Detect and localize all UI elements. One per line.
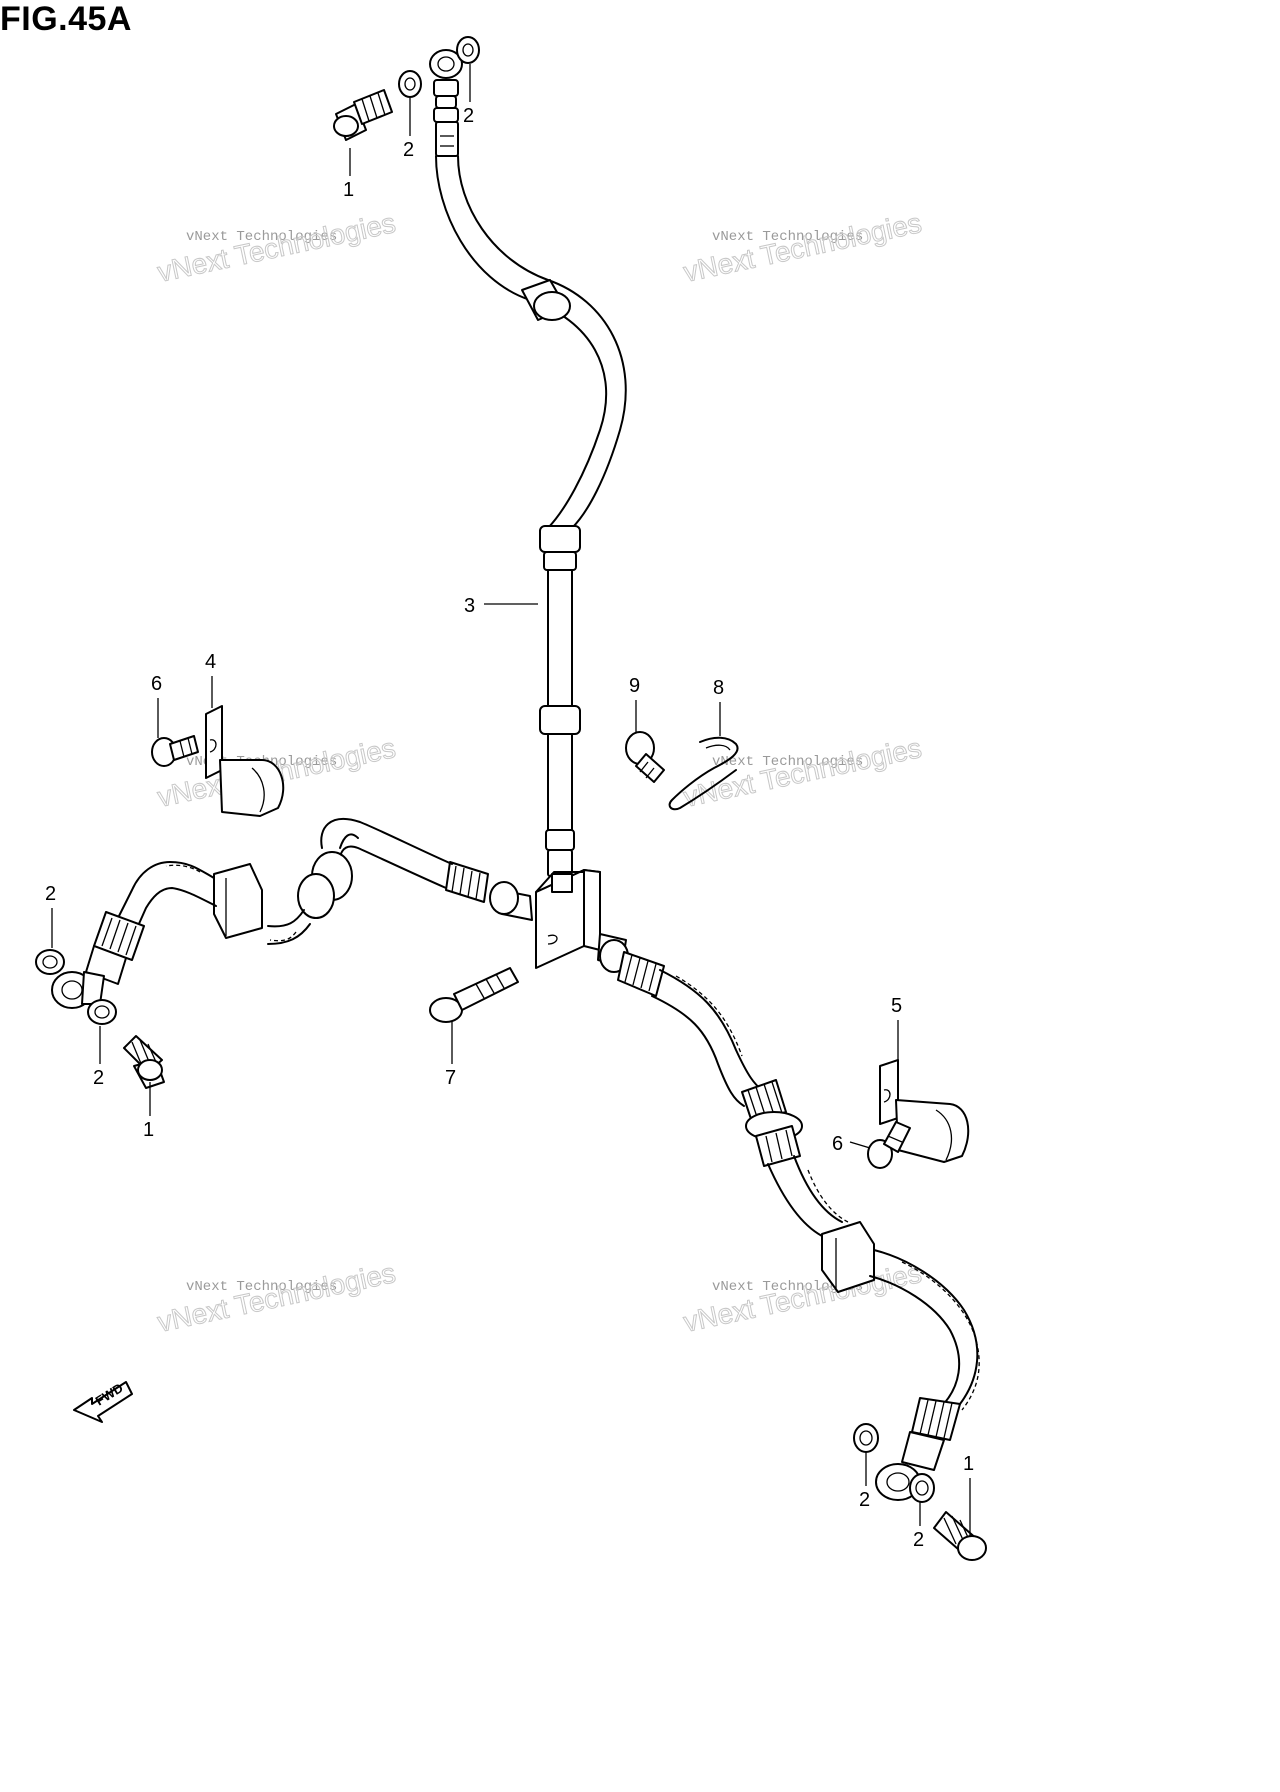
left-brake-hose (51, 817, 533, 1009)
callout-1-left: 1 (143, 1119, 154, 1141)
watermark-top-left: vNext Technologies vNext Technologies (154, 207, 398, 289)
watermark-bottom-right: vNext Technologies vNext Technologies (680, 1257, 924, 1339)
bolt-9 (625, 731, 665, 783)
screw-6-lower (867, 1121, 911, 1169)
bolt-left (123, 1035, 165, 1089)
callout-2-upper-right: 2 (463, 105, 474, 127)
callout-2-right-lower: 2 (913, 1529, 924, 1551)
callout-9: 9 (629, 675, 640, 697)
bolt-right (933, 1511, 987, 1561)
callout-7: 7 (445, 1067, 456, 1089)
svg-text:vNext Technologies: vNext Technologies (186, 1279, 337, 1295)
svg-text:vNext Technologies: vNext Technologies (186, 229, 337, 245)
callout-labels: 1 2 2 3 4 6 9 8 2 2 1 7 5 6 1 2 2 (45, 105, 974, 1551)
callout-8: 8 (713, 677, 724, 699)
bracket-4 (205, 705, 285, 817)
screw-6-upper (151, 735, 199, 767)
svg-text:vNext Technologies: vNext Technologies (155, 207, 398, 288)
upper-banjo-eye (429, 49, 463, 79)
svg-text:vNext Technologies: vNext Technologies (681, 1257, 924, 1338)
svg-text:vNext Technologies: vNext Technologies (681, 207, 924, 288)
svg-text:vNext Technologies: vNext Technologies (155, 1257, 398, 1338)
watermark-bottom-left: vNext Technologies vNext Technologies (154, 1257, 398, 1339)
callout-5: 5 (891, 995, 902, 1017)
callout-6-lower: 6 (832, 1133, 843, 1155)
figure-title: FIG.45A (0, 0, 132, 38)
callout-leaders (51, 64, 971, 1536)
callout-6-upper: 6 (151, 673, 162, 695)
callout-1-right: 1 (963, 1453, 974, 1475)
upper-brake-hose (429, 49, 627, 877)
right-brake-hose (597, 933, 980, 1501)
watermark-mid-right: vNext Technologies vNext Technologies (680, 732, 924, 814)
callout-2-left-upper: 2 (45, 883, 56, 905)
svg-text:vNext Technologies: vNext Technologies (712, 229, 863, 245)
watermark-top-right: vNext Technologies vNext Technologies (680, 207, 924, 289)
fwd-arrow-icon: FWD (73, 1380, 133, 1423)
callout-1-upper: 1 (343, 179, 354, 201)
svg-text:vNext Technologies: vNext Technologies (681, 732, 924, 813)
svg-text:vNext Technologies: vNext Technologies (712, 1279, 863, 1295)
clip-8 (668, 736, 739, 811)
bolt-7 (429, 967, 519, 1023)
callout-4: 4 (205, 651, 216, 673)
callout-2-upper-left: 2 (403, 139, 414, 161)
callout-2-right-left: 2 (859, 1489, 870, 1511)
washers (35, 36, 935, 1503)
svg-text:vNext Technologies: vNext Technologies (712, 754, 863, 770)
three-way-joint (535, 869, 601, 969)
bracket-5 (879, 1059, 970, 1163)
callout-2-left-lower: 2 (93, 1067, 104, 1089)
callout-3: 3 (464, 595, 475, 617)
bolt-upper (333, 89, 393, 141)
